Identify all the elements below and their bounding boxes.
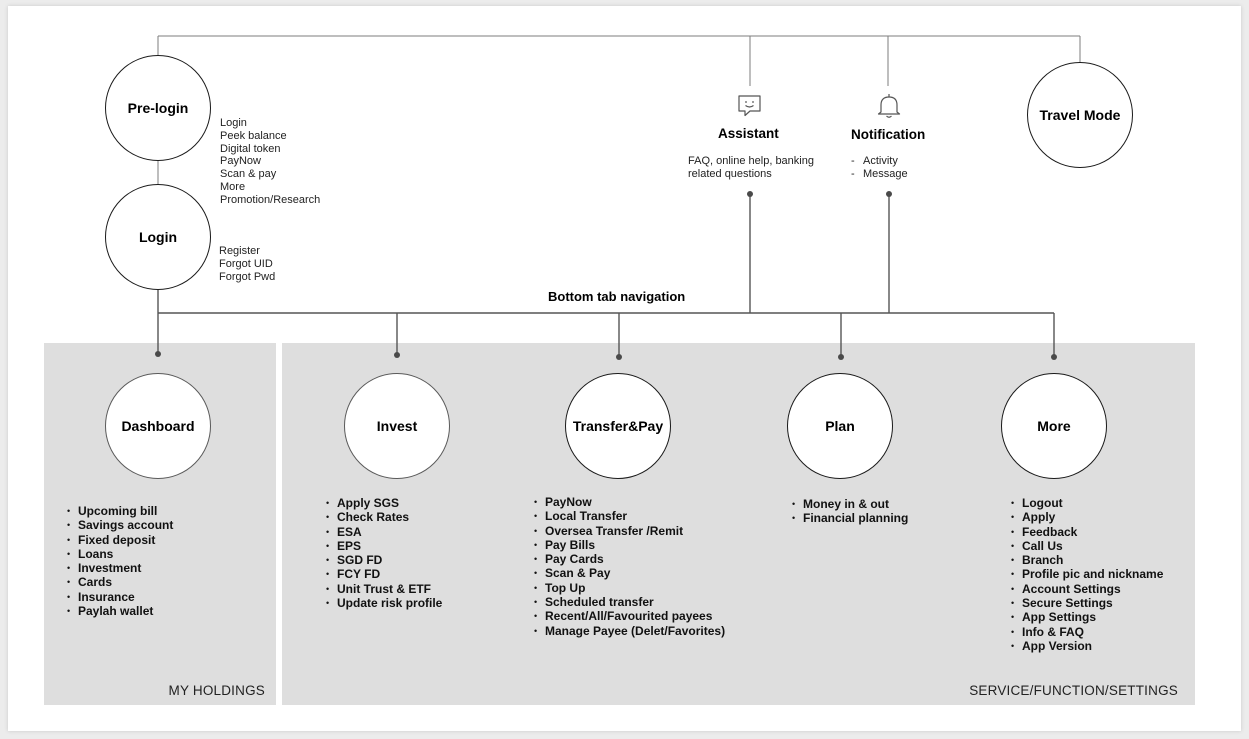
assistant-desc-line: related questions [688,168,772,180]
dashboard-item: Savings account [67,518,173,532]
more-item: App Version [1011,639,1163,653]
notification-link-dot [886,191,892,197]
invest-item: Update risk profile [326,596,442,610]
invest-item: Apply SGS [326,496,442,510]
transfer-item: Top Up [534,581,725,595]
service-label: SERVICE/FUNCTION/SETTINGS [969,683,1178,698]
plan-item: Financial planning [792,511,908,525]
login-item: Forgot Pwd [219,270,276,283]
invest-item: FCY FD [326,567,442,581]
plan-node: Plan [787,373,893,479]
assistant-title: Assistant [718,126,779,141]
diagram-canvas: MY HOLDINGS SERVICE/FUNCTION/SETTINGS [8,6,1241,731]
prelogin-items: Login Peek balance Digital token PayNow … [220,117,320,207]
more-item: Profile pic and nickname [1011,567,1163,581]
more-item: Logout [1011,496,1163,510]
dashboard-item: Investment [67,561,173,575]
dashboard-items: Upcoming bill Savings account Fixed depo… [67,504,173,618]
transfer-drop-dot [616,354,622,360]
dashboard-item: Loans [67,547,173,561]
transfer-item: Scheduled transfer [534,595,725,609]
more-node: More [1001,373,1107,479]
dashboard-item: Insurance [67,590,173,604]
login-node: Login [105,184,211,290]
invest-item: Check Rates [326,510,442,524]
bottom-nav-label: Bottom tab navigation [548,289,686,304]
transfer-item: Pay Cards [534,552,725,566]
chat-smile-icon [738,95,761,117]
transfer-item: Manage Payee (Delet/Favorites) [534,624,725,638]
more-item: Call Us [1011,539,1163,553]
prelogin-item: Login [220,117,247,129]
prelogin-item: Peek balance [220,129,287,142]
notification-item: Message [851,168,908,181]
dashboard-item: Cards [67,575,173,589]
dashboard-item: Fixed deposit [67,533,173,547]
transfer-item: Pay Bills [534,538,725,552]
login-item: Register [219,245,260,257]
travel-mode-node: Travel Mode [1027,62,1133,168]
plan-items: Money in & out Financial planning [792,497,908,526]
invest-items: Apply SGS Check Rates ESA EPS SGD FD FCY… [326,496,442,610]
invest-item: SGD FD [326,553,442,567]
invest-item: EPS [326,539,442,553]
transfer-item: Local Transfer [534,509,725,523]
assistant-link-dot [747,191,753,197]
assistant-desc: FAQ, online help, banking related questi… [688,155,814,181]
login-items: Register Forgot UID Forgot Pwd [219,245,275,283]
transfer-item: Oversea Transfer /Remit [534,524,725,538]
more-drop-dot [1051,354,1057,360]
notification-item: Activity [851,155,908,168]
dashboard-item: Paylah wallet [67,604,173,618]
dashboard-node: Dashboard [105,373,211,479]
invest-node: Invest [344,373,450,479]
more-items: Logout Apply Feedback Call Us Branch Pro… [1011,496,1163,653]
invest-item: ESA [326,525,442,539]
prelogin-node: Pre-login [105,55,211,161]
more-item: Secure Settings [1011,596,1163,610]
connector-lines [155,35,1081,360]
my-holdings-label: MY HOLDINGS [168,683,265,698]
more-item: Account Settings [1011,582,1163,596]
prelogin-item: More [220,180,246,193]
notification-items: Activity Message [851,155,908,181]
notification-title: Notification [851,127,926,142]
transfer-item: Recent/All/Favourited payees [534,609,725,623]
dashboard-drop-dot [155,351,161,357]
prelogin-item: PayNow [220,155,261,168]
transfer-pay-node: Transfer&Pay [565,373,671,479]
dashboard-item: Upcoming bill [67,504,173,518]
transfer-item: Scan & Pay [534,566,725,580]
assistant-desc-line: FAQ, online help, banking [688,155,814,167]
more-item: Branch [1011,553,1163,567]
more-item: Info & FAQ [1011,625,1163,639]
more-item: App Settings [1011,610,1163,624]
plan-drop-dot [838,354,844,360]
invest-drop-dot [394,352,400,358]
transfer-item: PayNow [534,495,725,509]
more-item: Apply [1011,510,1163,524]
transfer-items: PayNow Local Transfer Oversea Transfer /… [534,495,725,638]
prelogin-item: Promotion/Research [220,193,321,206]
plan-item: Money in & out [792,497,908,511]
login-item: Forgot UID [219,257,273,270]
more-item: Feedback [1011,525,1163,539]
prelogin-item: Digital token [220,142,281,155]
prelogin-item: Scan & pay [220,168,277,181]
invest-item: Unit Trust & ETF [326,582,442,596]
bell-icon [877,94,901,118]
